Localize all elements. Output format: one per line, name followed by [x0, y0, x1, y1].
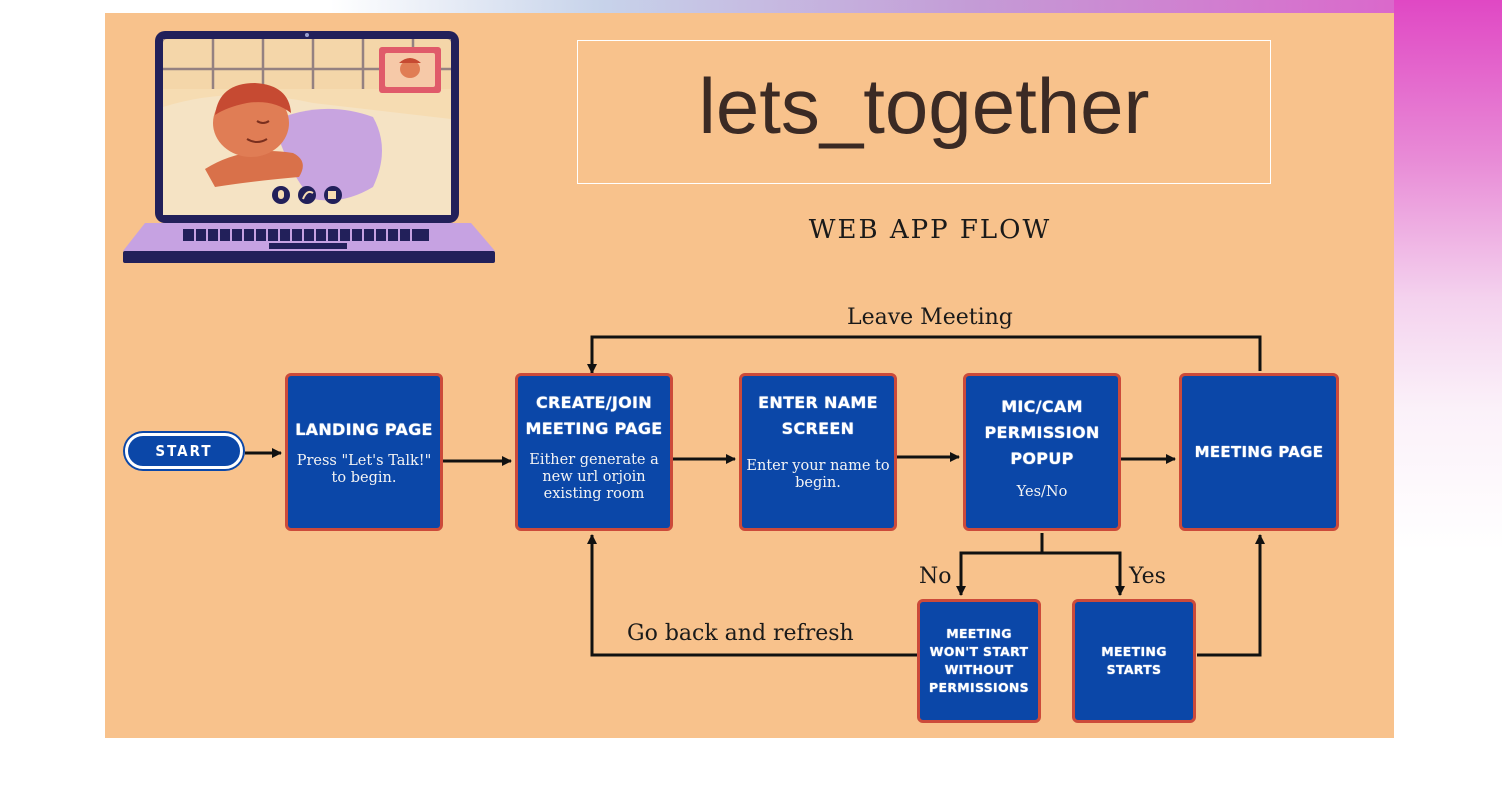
page-title: lets_together: [698, 61, 1150, 150]
node-meeting-wont-start: MEETING WON'T START WITHOUT PERMISSIONS: [917, 599, 1041, 723]
node-create-join-desc: Either generate a new url orjoin existin…: [529, 452, 659, 502]
node-enter-name-desc: Enter your name to begin.: [746, 458, 890, 491]
node-mic-cam-title: MIC/CAM PERMISSION POPUP: [984, 397, 1100, 468]
edge-leave-meeting: [587, 335, 1262, 374]
flow-connectors: [245, 335, 1265, 657]
start-node: START: [125, 433, 243, 469]
laptop-video-call-illustration: [123, 31, 495, 263]
node-mic-cam-popup: MIC/CAM PERMISSION POPUP Yes/No: [963, 373, 1121, 531]
edge-label-leave-meeting: Leave Meeting: [847, 305, 1013, 330]
slide: lets_together WEB APP FLOW: [105, 13, 1394, 738]
node-enter-name-title: ENTER NAME SCREEN: [758, 393, 878, 438]
edge-label-no: No: [919, 564, 952, 589]
edge-starts-to-meeting-page: [1197, 534, 1265, 657]
title-box: lets_together: [577, 40, 1271, 184]
node-landing-title: LANDING PAGE: [295, 420, 433, 439]
node-landing-page: LANDING PAGE Press "Let's Talk!" to begi…: [285, 373, 443, 531]
edge-yes-branch: [1042, 551, 1125, 596]
node-landing-desc: Press "Let's Talk!" to begin.: [296, 453, 432, 486]
node-meeting-starts-title: MEETING STARTS: [1101, 644, 1167, 677]
edge-label-go-back: Go back and refresh: [627, 621, 854, 646]
node-mic-cam-desc: Yes/No: [1016, 484, 1068, 500]
edge-no-branch: [956, 551, 1042, 596]
node-create-join-title: CREATE/JOIN MEETING PAGE: [525, 393, 663, 438]
node-meeting-page: MEETING PAGE: [1179, 373, 1339, 531]
node-meeting-wont-start-title: MEETING WON'T START WITHOUT PERMISSIONS: [929, 626, 1029, 695]
node-meeting-starts: MEETING STARTS: [1072, 599, 1196, 723]
node-meeting-page-title: MEETING PAGE: [1194, 443, 1324, 461]
node-create-join-page: CREATE/JOIN MEETING PAGE Either generate…: [515, 373, 673, 531]
diagram-subtitle: WEB APP FLOW: [808, 215, 1052, 245]
node-enter-name-screen: ENTER NAME SCREEN Enter your name to beg…: [739, 373, 897, 531]
edge-label-yes: Yes: [1129, 564, 1166, 589]
background-gradient-top: [0, 0, 1502, 14]
start-label: START: [155, 442, 213, 460]
edge-go-back-refresh: [587, 534, 917, 657]
background-gradient-right: [1394, 0, 1502, 786]
